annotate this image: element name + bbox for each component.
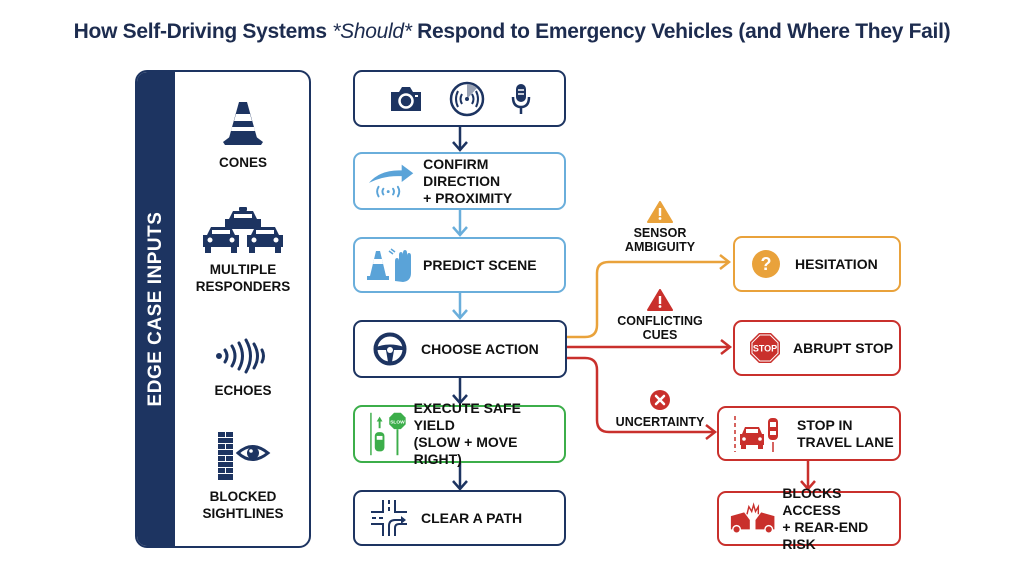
radar-icon [449,81,484,116]
outcome-stop-lane-line1: STOP IN [797,416,853,433]
trigger-conflicting-line1: CONFLICTING [617,314,703,328]
outcome-abrupt-stop-label: ABRUPT STOP [793,339,894,356]
edge-case-label-responders: RESPONDERS [195,279,291,294]
sound-waves-icon [216,338,265,374]
edge-case-panel: EDGE CASE INPUTS CONES [135,70,311,548]
diagram-title: How Self-Driving Systems *Should* Respon… [0,20,1024,44]
edge-case-label-echoes: ECHOES [214,383,272,398]
intersection-icon [371,500,407,536]
direction-signal-icon [368,164,414,198]
flow-arrow-confirm-predict [452,209,468,237]
stop-sign-text: STOP [753,344,777,354]
edge-case-blocked-sightlines: BLOCKED SIGHTLINES [175,432,309,522]
outcome-hesitation-label: HESITATION [795,255,878,272]
branch-line-hesitation [567,254,732,339]
edge-case-label: EDGE CASE INPUTS [145,211,166,407]
edge-case-label-blocked: BLOCKED [209,489,277,504]
cone-hand-icon [367,248,411,282]
outcome-stop-lane-line2: TRAVEL LANE [797,433,894,450]
branch-line-abrupt-stop [567,339,733,355]
step-yield-line1: EXECUTE SAFE YIELD [413,400,521,433]
step-confirm-line2: + PROXIMITY [423,189,513,206]
consequence-label: BLOCKS ACCESS + REAR-END RISK [782,485,899,553]
multiple-cars-icon [203,207,283,253]
title-prefix: How Self-Driving Systems [73,20,333,43]
consequence-line1: BLOCKS ACCESS [782,484,842,518]
edge-case-label-multiple: MULTIPLE [209,262,277,277]
trigger-conflicting-cues: CONFLICTING CUES [608,289,712,342]
wall-eye-icon [218,432,271,480]
step-confirm-label: CONFIRM DIRECTION + PROXIMITY [423,156,564,207]
trigger-uncertainty: UNCERTAINTY [608,389,712,429]
camera-icon [390,86,421,111]
edge-case-band: EDGE CASE INPUTS [137,72,175,546]
step-confirm-direction: CONFIRM DIRECTION + PROXIMITY [353,152,566,210]
trigger-sensor-line1: SENSOR [633,226,687,240]
step-yield-label: EXECUTE SAFE YIELD (SLOW + MOVE RIGHT) [414,400,564,468]
edge-case-label-cones: CONES [218,155,267,170]
slow-sign-text: SLOW [390,419,405,425]
svg-text:?: ? [761,254,772,274]
flow-arrow-yield-clear [452,462,468,491]
title-emphasis: *Should* [332,20,412,43]
question-icon: ? [752,250,780,278]
branch-line-stop-in-lane [567,356,718,440]
arrow-lane-to-consequence [800,460,816,491]
edge-case-label-sightlines: SIGHTLINES [202,506,284,521]
steering-wheel-icon [373,332,407,366]
edge-case-cones: CONES [175,100,309,171]
edge-case-echoes: ECHOES [175,336,309,399]
stop-sign-icon: STOP [750,333,780,363]
step-clear-label: CLEAR A PATH [421,509,523,526]
traffic-cone-icon [223,102,263,145]
outcome-stop-in-travel-lane: STOP IN TRAVEL LANE [717,406,901,461]
stopped-cars-icon [734,415,778,452]
flow-arrow-predict-choose [452,292,468,320]
consequence-line2: + REAR-END RISK [782,518,869,552]
slow-sign-lane-icon: SLOW [370,412,406,456]
microphone-icon [511,83,530,114]
step-choose-action: CHOOSE ACTION [353,320,567,378]
step-execute-safe-yield: SLOW EXECUTE SAFE YIELD (SLOW + MOVE RIG… [353,400,566,467]
trigger-uncertainty-label: UNCERTAINTY [615,415,705,429]
consequence-blocks-access: BLOCKS ACCESS + REAR-END RISK [717,485,901,552]
step-yield-line2: (SLOW + MOVE RIGHT) [413,434,518,467]
trigger-sensor-ambiguity: SENSOR AMBIGUITY [612,201,708,254]
title-suffix: Respond to Emergency Vehicles (and Where… [411,20,951,43]
outcome-abrupt-stop: STOP ABRUPT STOP [733,320,901,376]
sensors-box [353,70,566,127]
step-predict-scene: PREDICT SCENE [353,237,566,293]
outcome-hesitation: ? HESITATION [733,236,901,292]
step-choose-label: CHOOSE ACTION [421,340,539,357]
step-confirm-line1: CONFIRM DIRECTION [423,155,501,189]
collision-icon [730,501,775,534]
outcome-stop-lane-label: STOP IN TRAVEL LANE [797,417,894,451]
warning-triangle-icon [647,201,673,223]
step-clear-a-path: CLEAR A PATH [353,490,566,546]
flow-arrow-sensors-confirm [452,126,468,152]
x-circle-icon [650,390,670,410]
trigger-sensor-line2: AMBIGUITY [624,240,696,254]
trigger-conflicting-line2: CUES [642,328,678,342]
warning-triangle-icon [647,289,673,311]
step-predict-label: PREDICT SCENE [423,256,537,273]
edge-case-multiple-responders: MULTIPLE RESPONDERS [175,207,309,295]
flow-arrow-choose-yield [452,377,468,405]
